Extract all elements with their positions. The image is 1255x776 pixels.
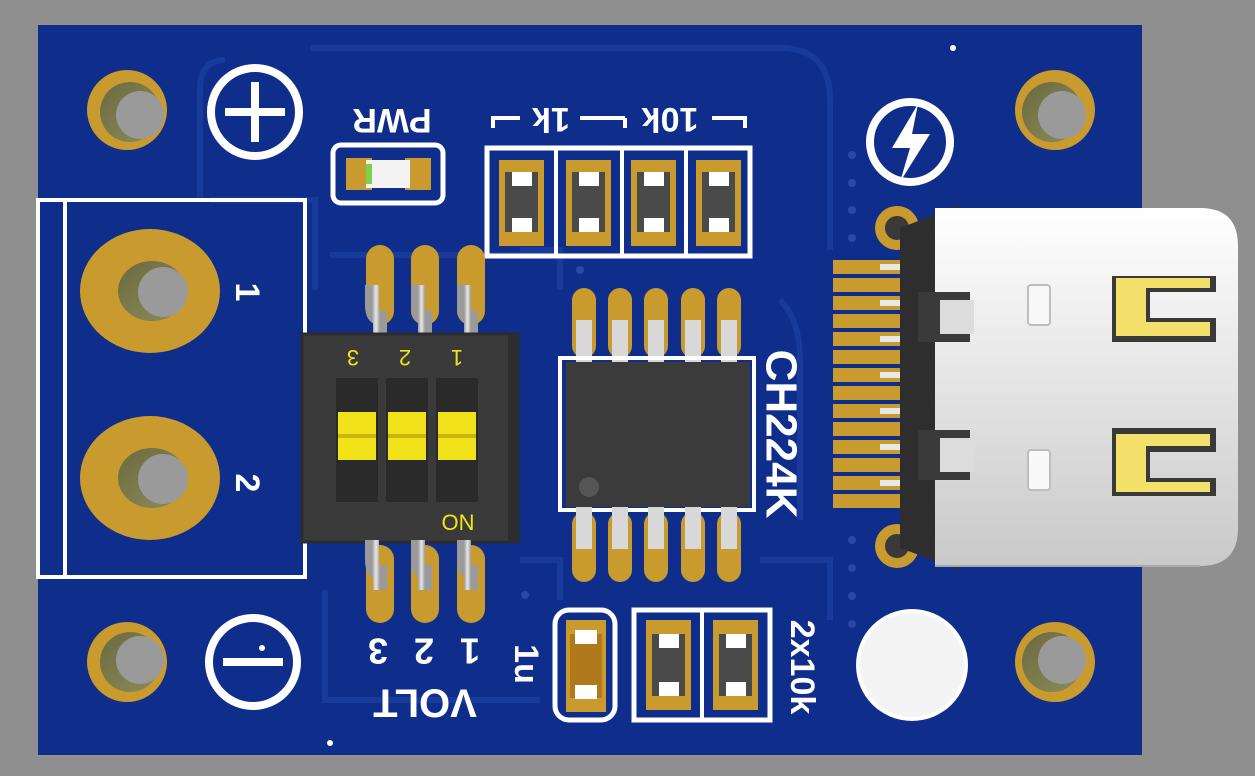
plus-circle-icon	[207, 64, 303, 160]
mounting-hole-top-right	[1015, 70, 1095, 150]
ic-top-pins	[572, 288, 741, 362]
volt-label-3: 3	[368, 630, 388, 671]
r-1k-label: 1k	[532, 100, 570, 138]
mounting-hole-top-left	[87, 70, 167, 150]
dip-switch-2[interactable]	[386, 378, 428, 502]
usb-c-connector	[833, 205, 1238, 570]
r-10k-label: 10k	[642, 100, 699, 138]
terminal-label-1: 1	[228, 283, 266, 302]
silk-dot	[327, 740, 333, 746]
dip-label-3: 3	[347, 345, 359, 370]
minus-circle-icon	[205, 614, 301, 710]
mounting-hole-bottom-right	[1015, 622, 1095, 702]
ic-label: CH224K	[756, 350, 805, 519]
pwr-led: PWR	[330, 101, 446, 206]
dip-switch-3[interactable]	[336, 378, 378, 502]
capacitor-1u: 1u	[507, 607, 618, 723]
resistor-r4	[696, 160, 741, 246]
cap-label: 1u	[507, 644, 545, 684]
terminal-pad-1	[80, 229, 220, 353]
minus-dot	[259, 645, 265, 651]
ic-bottom-pins	[572, 507, 741, 582]
dip-top-pads	[365, 245, 485, 335]
dip-label-1: 1	[451, 345, 463, 370]
volt-label-1: 1	[460, 630, 480, 671]
lightning-bolt-icon	[866, 98, 954, 186]
ch224k-ic: CH224K	[558, 288, 805, 582]
via-dots	[521, 151, 856, 628]
pwr-label: PWR	[352, 101, 431, 139]
dip-on-label: ON	[442, 510, 475, 535]
usb-c-pin-tips	[880, 264, 904, 486]
resistor-labels-top: 1k 10k	[491, 100, 747, 138]
fiducial-marker	[856, 609, 968, 721]
resistor-array-top	[484, 145, 753, 259]
volt-label: VOLT	[373, 680, 477, 724]
resistor-r1	[499, 160, 544, 246]
ic-pin1-dot	[579, 477, 599, 497]
pullups-label: 2x10k	[783, 620, 821, 715]
dip-switch[interactable]: 3 2 1 ON	[300, 245, 520, 623]
mounting-hole-bottom-left	[87, 622, 167, 702]
volt-label-2: 2	[414, 630, 434, 671]
pullup-resistors: 2x10k	[631, 607, 821, 723]
usb-c-pads	[833, 260, 903, 508]
silk-dot	[950, 45, 956, 51]
terminal-pad-2	[80, 416, 220, 540]
screw-terminal: 1 2	[36, 198, 307, 579]
dip-label-2: 2	[399, 345, 411, 370]
resistor-r2	[566, 160, 611, 246]
terminal-label-2: 2	[228, 474, 266, 493]
dip-bottom-pads	[365, 540, 485, 623]
resistor-r3	[631, 160, 676, 246]
dip-switch-1[interactable]	[436, 378, 478, 502]
